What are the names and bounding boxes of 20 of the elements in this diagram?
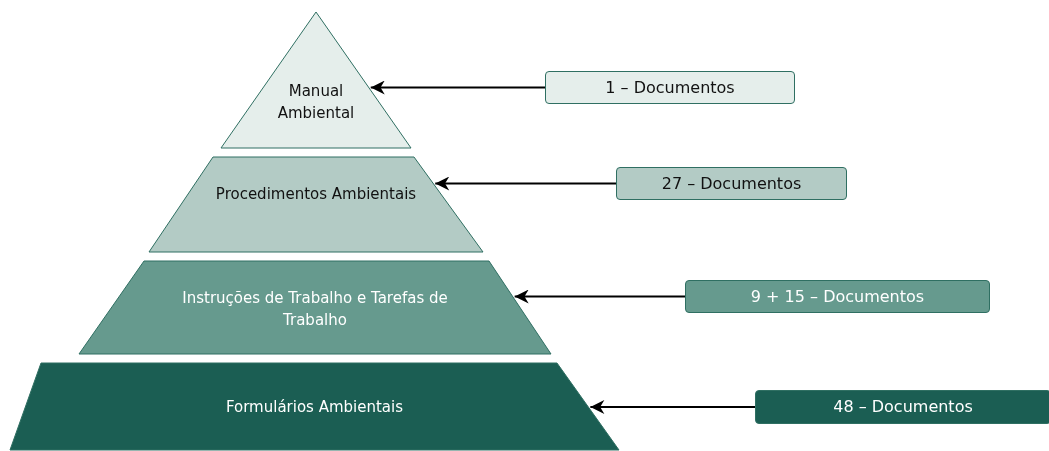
count-box [755, 390, 1049, 424]
arrow [434, 176, 617, 191]
tier-label: Formulários Ambientais [224, 397, 405, 418]
arrow [589, 400, 756, 414]
count-label: 27 – Documentos [661, 172, 802, 195]
arrow [513, 289, 686, 304]
count-box [545, 71, 795, 104]
pyramid-tier [79, 261, 551, 354]
pyramid-tier [149, 157, 483, 252]
pyramid-apex [221, 12, 411, 148]
count-box [685, 280, 990, 313]
count-box [616, 167, 847, 200]
tier-label: Manual Ambiental [276, 81, 356, 124]
arrow [369, 80, 546, 95]
count-label: 9 + 15 – Documentos [750, 285, 925, 308]
count-label: 48 – Documentos [833, 396, 973, 418]
count-label: 1 – Documentos [605, 76, 735, 99]
tier-label: Procedimentos Ambientais [214, 184, 418, 205]
tier-label: Instruções de Trabalho e Tarefas de Trabalho [181, 288, 449, 331]
pyramid-tier [10, 363, 619, 450]
